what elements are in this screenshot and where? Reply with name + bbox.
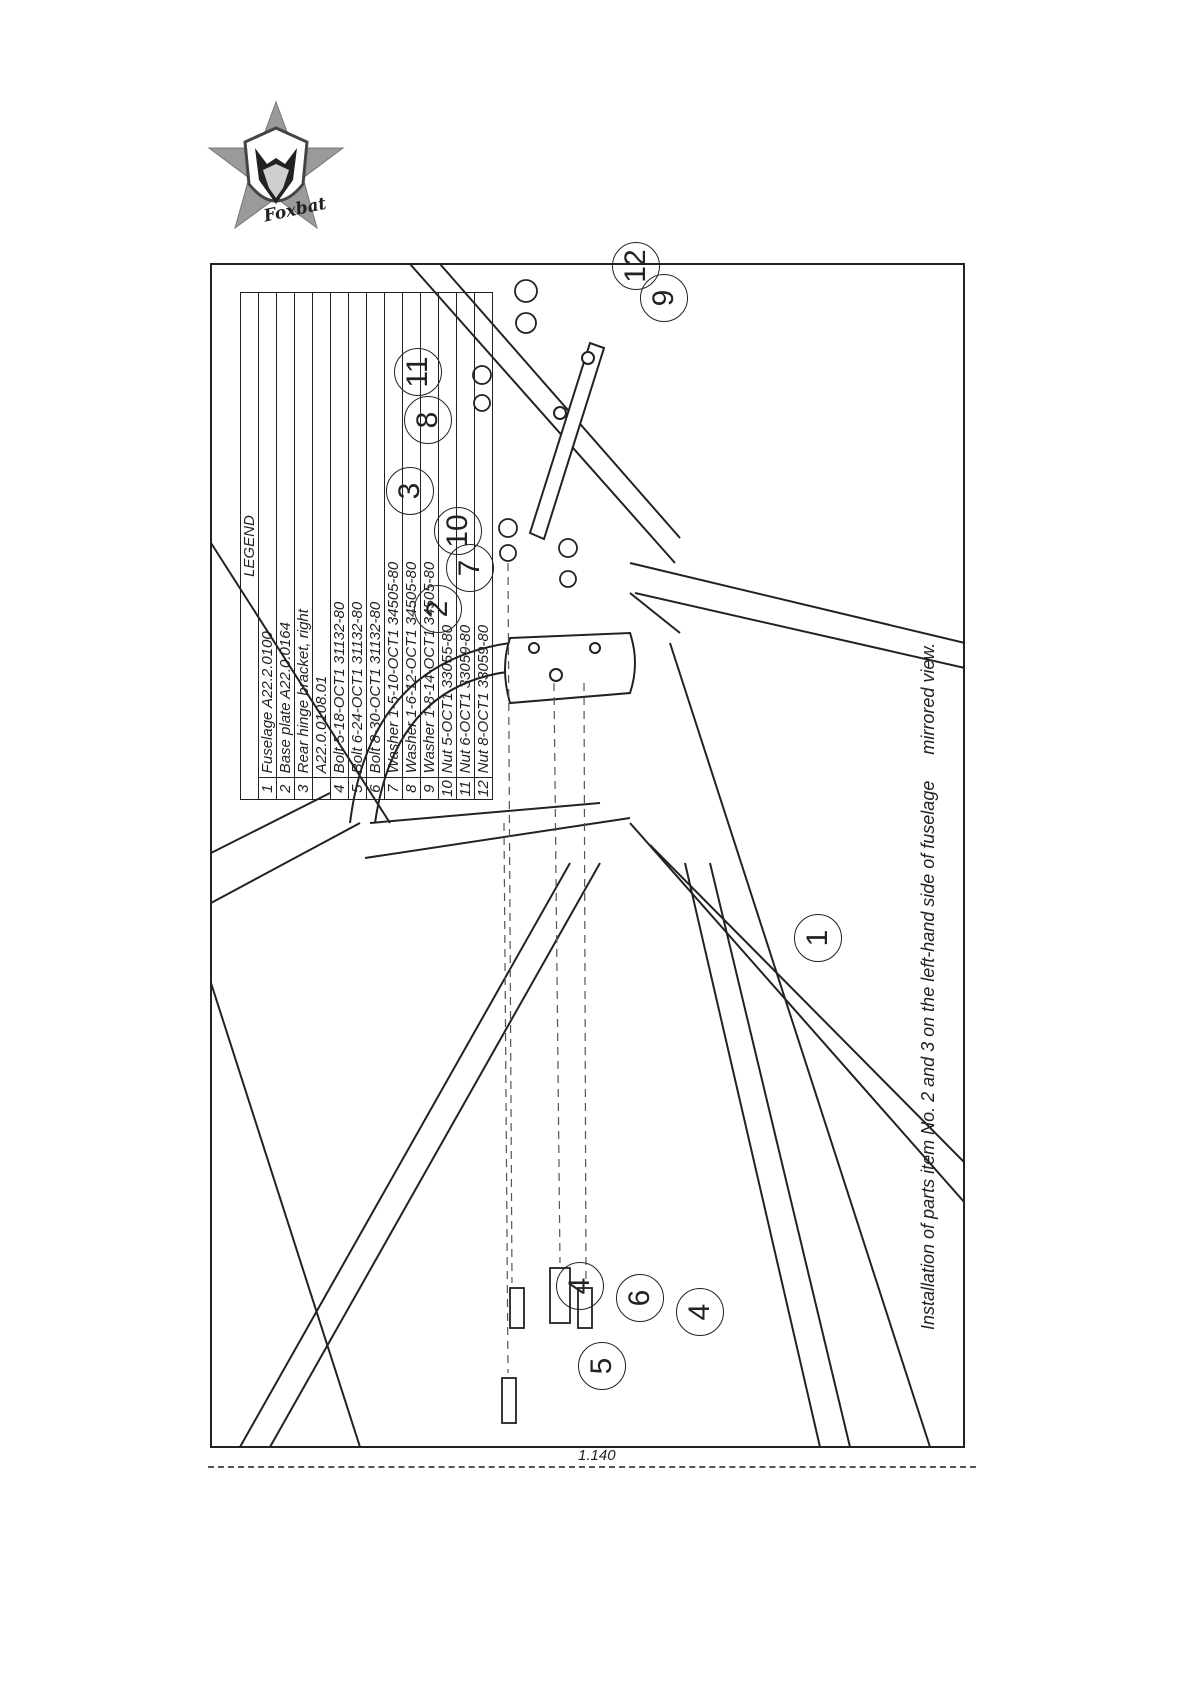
legend-text: Washer 1-6-12-OCT1 34505-80 (402, 292, 421, 778)
nut-lower (558, 538, 578, 558)
legend-num: 6 (366, 777, 385, 800)
legend-header: LEGEND (240, 292, 259, 800)
legend-text: Bolt 8-30-OCT1 31132-80 (366, 292, 385, 778)
foxbat-logo (207, 100, 345, 230)
bolt-4a (509, 1287, 525, 1329)
legend-num: 7 (384, 777, 403, 800)
assembly-drawing (210, 263, 965, 1448)
legend-text: Washer 1-8-14-OCT1 34505-80 (420, 292, 439, 778)
base-plate-part (504, 631, 636, 705)
legend-text: Nut 6-OCT1 33059-80 (456, 292, 475, 778)
fasteners (472, 279, 593, 1424)
legend-num: 8 (402, 777, 421, 800)
washer-8 (473, 394, 491, 412)
legend-text: Nut 8-OCT1 33059-80 (474, 292, 493, 778)
legend-text: Bolt 5-18-OCT1 31132-80 (330, 292, 349, 778)
legend-num: 2 (276, 777, 295, 800)
legend-num: 4 (330, 777, 349, 800)
legend-num: 3 (294, 777, 313, 800)
footer-rule (208, 1466, 976, 1468)
washer-7 (499, 544, 517, 562)
callout-4a: 4 (556, 1262, 604, 1310)
legend-num: 5 (348, 777, 367, 800)
legend-num (312, 777, 331, 800)
legend-text: Fuselage A22.2.0100 (258, 292, 277, 778)
legend-text: Bolt 6-24-OCT1 31132-80 (348, 292, 367, 778)
legend-row: A22.0.0108.01 (312, 292, 331, 800)
nut-12 (514, 279, 538, 303)
legend-text: A22.0.0108.01 (312, 292, 331, 778)
nut-10 (498, 518, 518, 538)
callout-1: 1 (794, 914, 842, 962)
washer-lower (559, 570, 577, 588)
figure-caption: Installation of parts item No. 2 and 3 o… (918, 643, 939, 1330)
legend-text: Rear hinge bracket, right (294, 292, 313, 778)
legend-num: 9 (420, 777, 439, 800)
callout-5: 5 (578, 1342, 626, 1390)
legend-text: Nut 5-OCT1 33055-80 (438, 292, 457, 778)
drawing-border (210, 263, 965, 1448)
callout-12: 12 (612, 242, 660, 290)
bolt-4b (577, 1287, 593, 1329)
legend-text: Base plate A22.0.0164 (276, 292, 295, 778)
legend-num: 11 (456, 777, 475, 800)
legend-num: 1 (258, 777, 277, 800)
bolt-5 (501, 1377, 517, 1424)
hinge-bracket-part (528, 341, 606, 541)
legend-num: 10 (438, 777, 457, 800)
fuselage-structure (210, 263, 965, 1448)
callout-6: 6 (616, 1274, 664, 1322)
washer-9 (515, 312, 537, 334)
fox-face-icon (263, 164, 289, 198)
callout-4b: 4 (676, 1288, 724, 1336)
caption-suffix: mirrored view. (918, 642, 938, 755)
rotated-annotation-layer: 1 2 3 4 4 5 6 7 8 9 10 11 12 Installatio… (218, 242, 973, 1450)
bolt-6 (549, 1267, 571, 1324)
nut-11 (472, 365, 492, 385)
legend-title: LEGEND (240, 292, 259, 800)
page-number: 1.140 (578, 1447, 616, 1464)
legend-text: Washer 1-5-10-OCT1 34505-80 (384, 292, 403, 778)
caption-text: Installation of parts item No. 2 and 3 o… (918, 780, 938, 1330)
legend-num: 12 (474, 777, 493, 800)
center-lines (503, 562, 587, 1374)
